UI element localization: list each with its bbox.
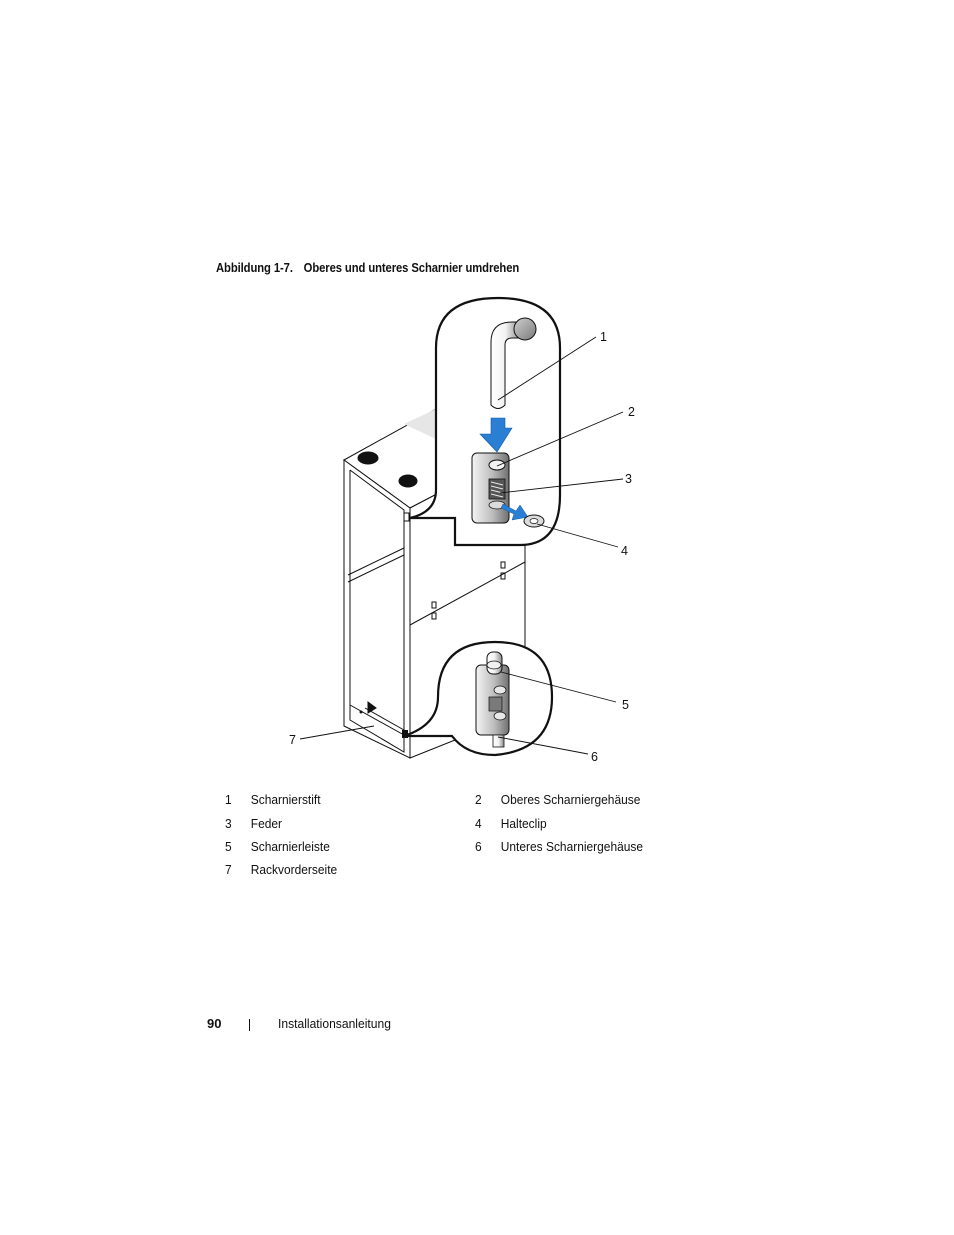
callout-3: 3 <box>625 472 632 486</box>
legend-text: Unteres Scharniergehäuse <box>500 839 644 854</box>
arrow-down-icon <box>479 417 513 453</box>
callout-1: 1 <box>600 330 607 344</box>
arrow-left-icon <box>500 503 529 521</box>
legend-number: 7 <box>225 862 232 877</box>
legend-number: 4 <box>475 816 482 831</box>
legend-text: Oberes Scharniergehäuse <box>500 792 641 807</box>
figure-caption-title: Oberes und unteres Scharnier umdrehen <box>303 261 520 275</box>
retaining-clip <box>523 514 545 528</box>
hinge-pin <box>490 317 537 409</box>
legend-text: Rackvorderseite <box>250 862 338 877</box>
legend-text: Feder <box>250 816 283 831</box>
footer-document-title: Installationsanleitung <box>278 1016 391 1031</box>
callout-2: 2 <box>628 405 635 419</box>
lower-hinge-detail <box>403 640 554 757</box>
footer-divider <box>249 1019 250 1031</box>
callout-leader-lines <box>299 336 624 755</box>
legend-text: Scharnierleiste <box>250 839 330 854</box>
legend-text: Halteclip <box>500 816 547 831</box>
callout-numbers: 1 2 3 4 5 6 7 <box>289 330 635 764</box>
legend-number: 5 <box>225 839 232 854</box>
callout-5: 5 <box>622 698 629 712</box>
upper-hinge-detail <box>409 296 562 547</box>
callout-4: 4 <box>621 544 628 558</box>
figure-caption-label: Abbildung 1-7. <box>216 261 293 275</box>
callout-7: 7 <box>289 733 296 747</box>
page-number: 90 <box>207 1016 222 1031</box>
callout-6: 6 <box>591 750 598 764</box>
lower-hinge-housing <box>475 651 510 748</box>
upper-hinge-housing <box>471 452 510 524</box>
legend-number: 6 <box>475 839 482 854</box>
legend-text: Scharnierstift <box>250 792 321 807</box>
figure-caption: Abbildung 1-7. Oberes und unteres Scharni… <box>216 261 519 275</box>
legend-number: 2 <box>475 792 482 807</box>
legend-number: 3 <box>225 816 232 831</box>
legend-number: 1 <box>225 792 232 807</box>
